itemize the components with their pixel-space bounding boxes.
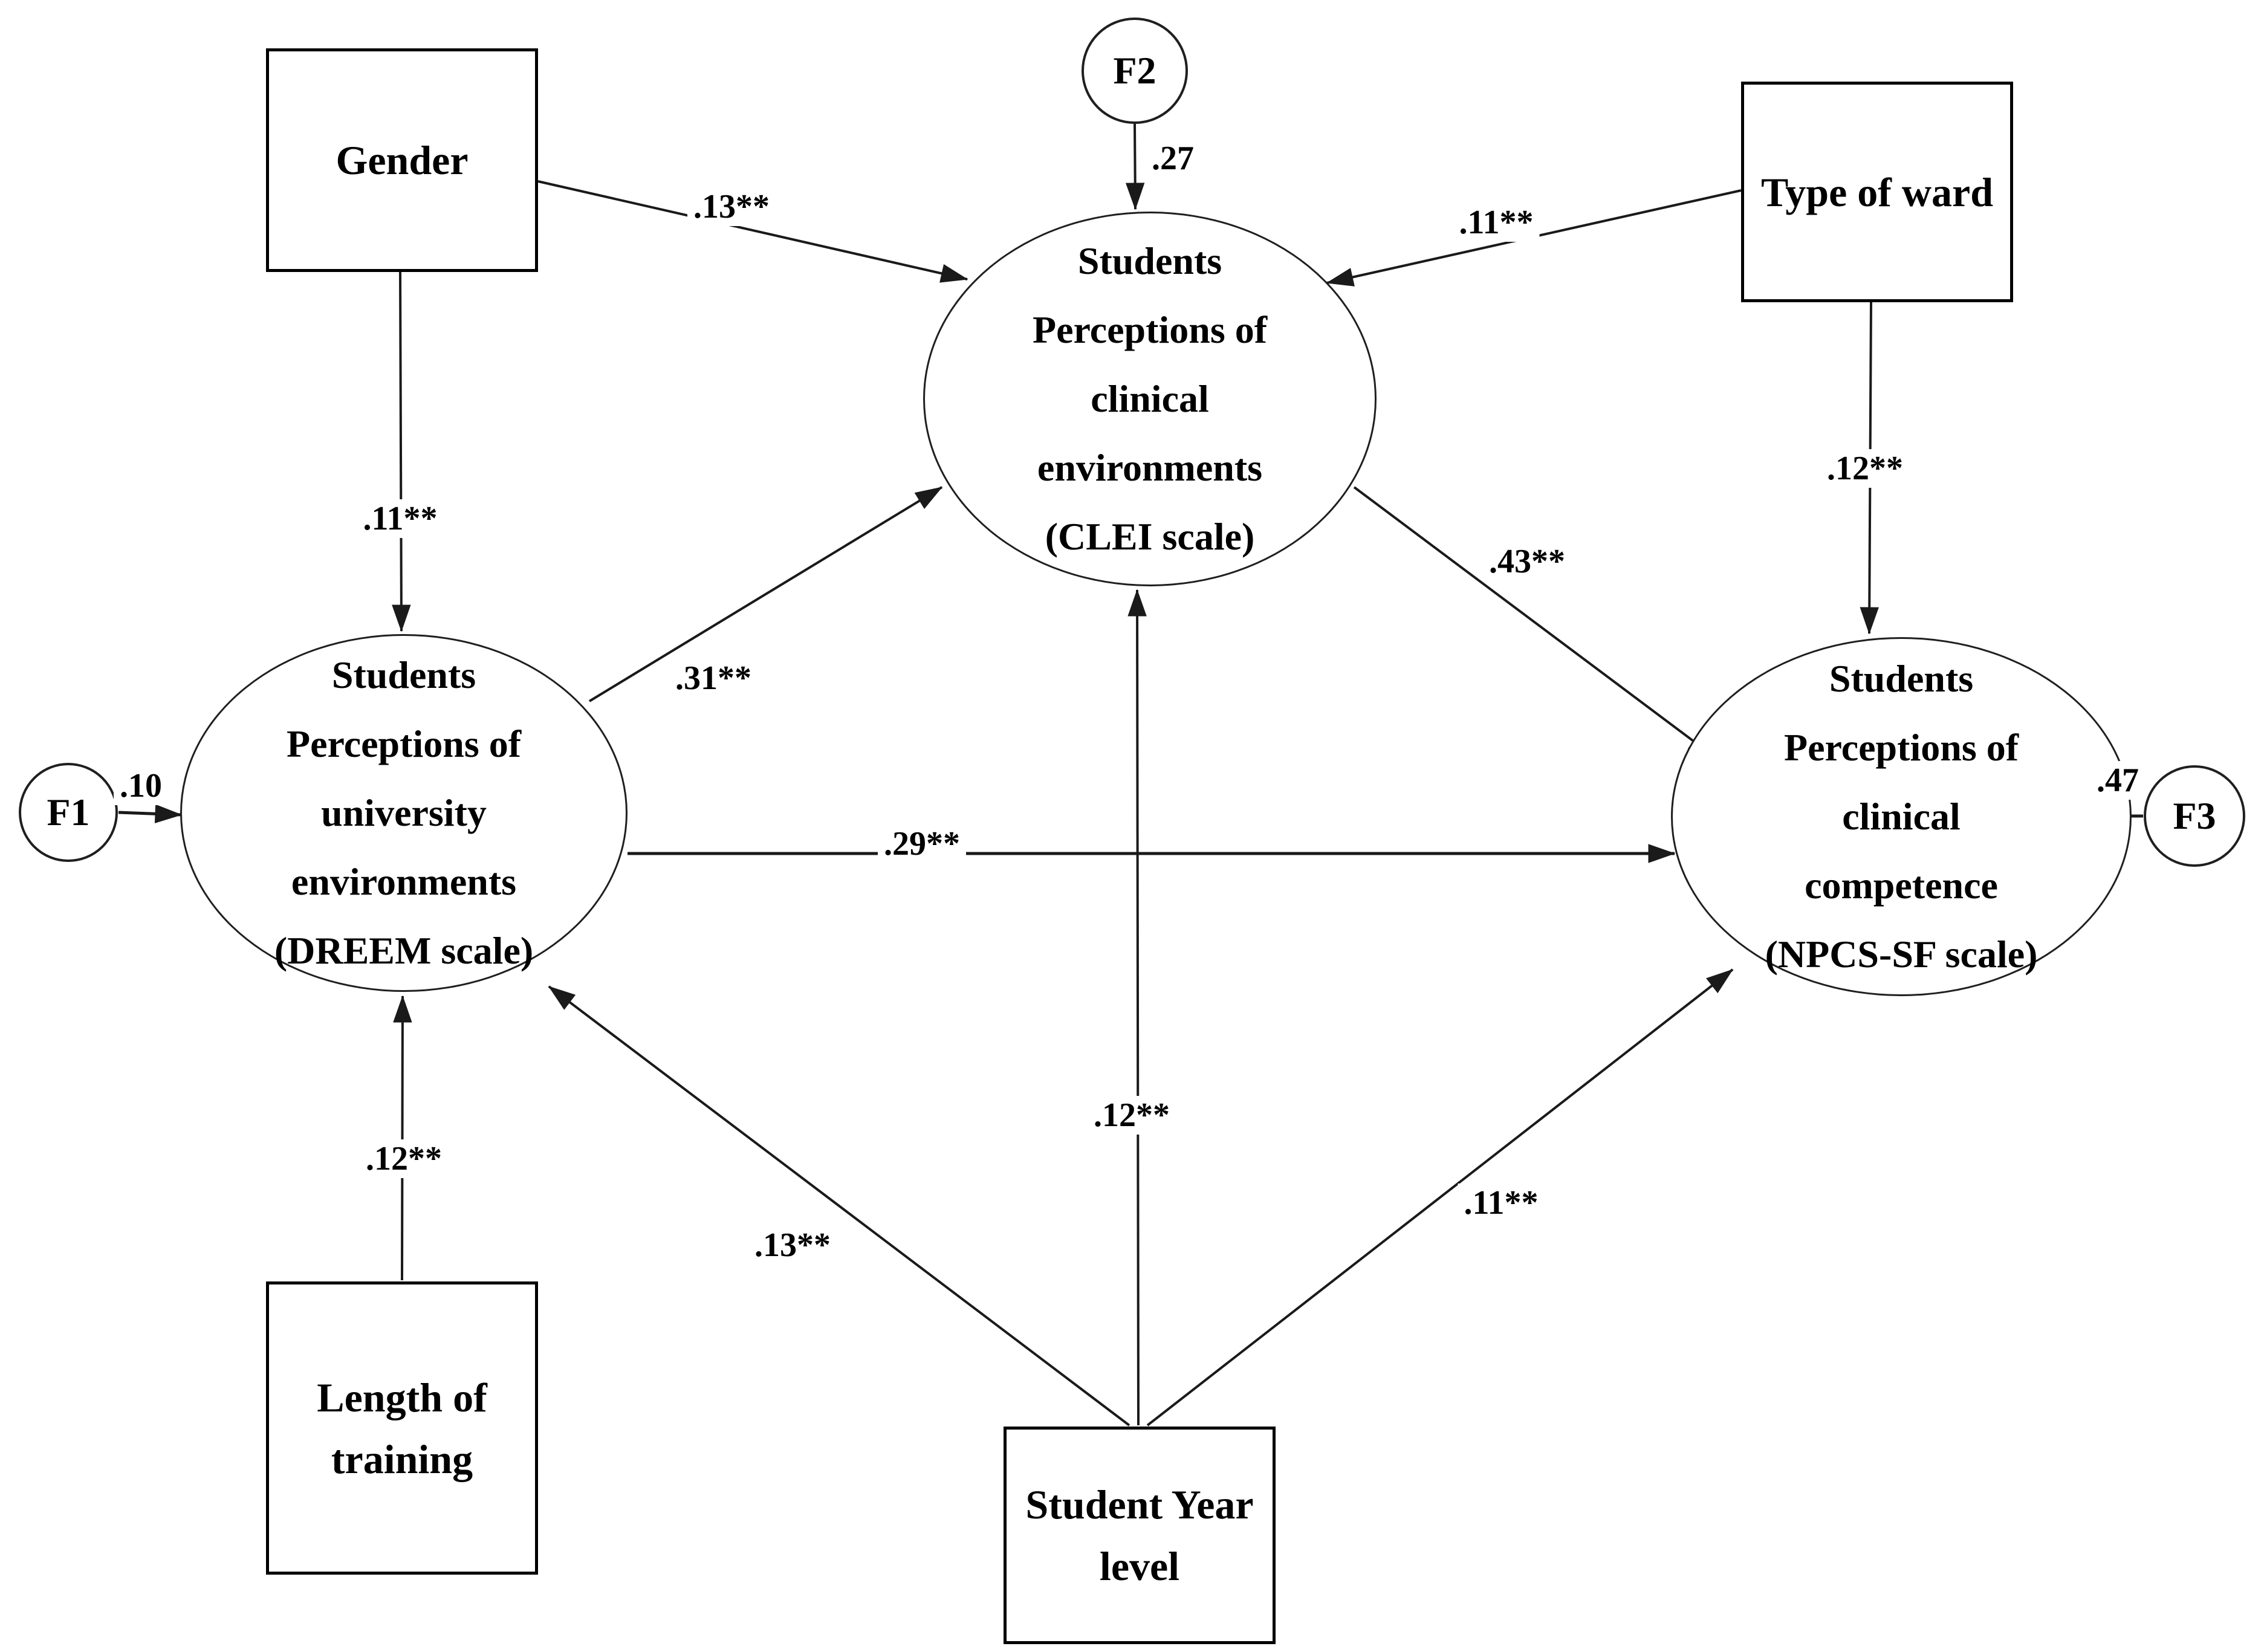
node-f2-error: F2 <box>1082 18 1188 124</box>
node-f1-error: F1 <box>19 763 118 862</box>
coef-f1-to-dreem: .10 <box>114 766 168 805</box>
coef-dreem-to-npcs: .29** <box>878 824 966 863</box>
coef-year-to-npcs: .11** <box>1458 1184 1545 1222</box>
coef-ward-to-clei: .11** <box>1453 203 1540 242</box>
arrow-year-to-dreem <box>548 985 1130 1427</box>
node-clei-latent: Students Perceptions of clinical environ… <box>923 212 1377 586</box>
node-dreem-latent: Students Perceptions of university envir… <box>180 634 628 992</box>
node-f3-error: F3 <box>2144 765 2245 867</box>
node-gender: Gender <box>266 48 538 272</box>
coef-gender-to-clei: .13** <box>687 187 776 226</box>
arrow-gender-to-dreem <box>392 271 411 632</box>
coef-gender-to-dreem: .11** <box>357 499 444 538</box>
coef-dreem-to-clei: .31** <box>669 659 757 698</box>
arrow-year-to-npcs <box>1146 968 1734 1427</box>
node-npcs-latent: Students Perceptions of clinical compete… <box>1671 637 2132 996</box>
coef-year-to-dreem: .13** <box>748 1226 837 1265</box>
node-length-of-training: Length of training <box>266 1281 538 1575</box>
coef-clei-to-npcs: .43** <box>1483 542 1571 581</box>
coef-ward-to-npcs: .12** <box>1821 449 1909 488</box>
arrow-f1-to-dreem <box>118 804 183 824</box>
arrow-gender-to-clei <box>537 180 968 283</box>
node-type-of-ward: Type of ward <box>1741 82 2013 302</box>
coef-f2-to-clei: .27 <box>1146 139 1200 178</box>
coef-training-to-dreem: .12** <box>360 1139 448 1178</box>
arrow-training-to-dreem <box>393 995 412 1281</box>
arrow-dreem-to-clei <box>588 486 943 702</box>
coef-year-to-clei: .12** <box>1088 1096 1176 1135</box>
node-student-year-level: Student Year level <box>1004 1427 1276 1644</box>
arrow-clei-to-npcs <box>1353 486 1716 758</box>
coef-f3-to-npcs: .47 <box>2090 761 2145 800</box>
arrow-year-to-clei <box>1127 589 1147 1426</box>
